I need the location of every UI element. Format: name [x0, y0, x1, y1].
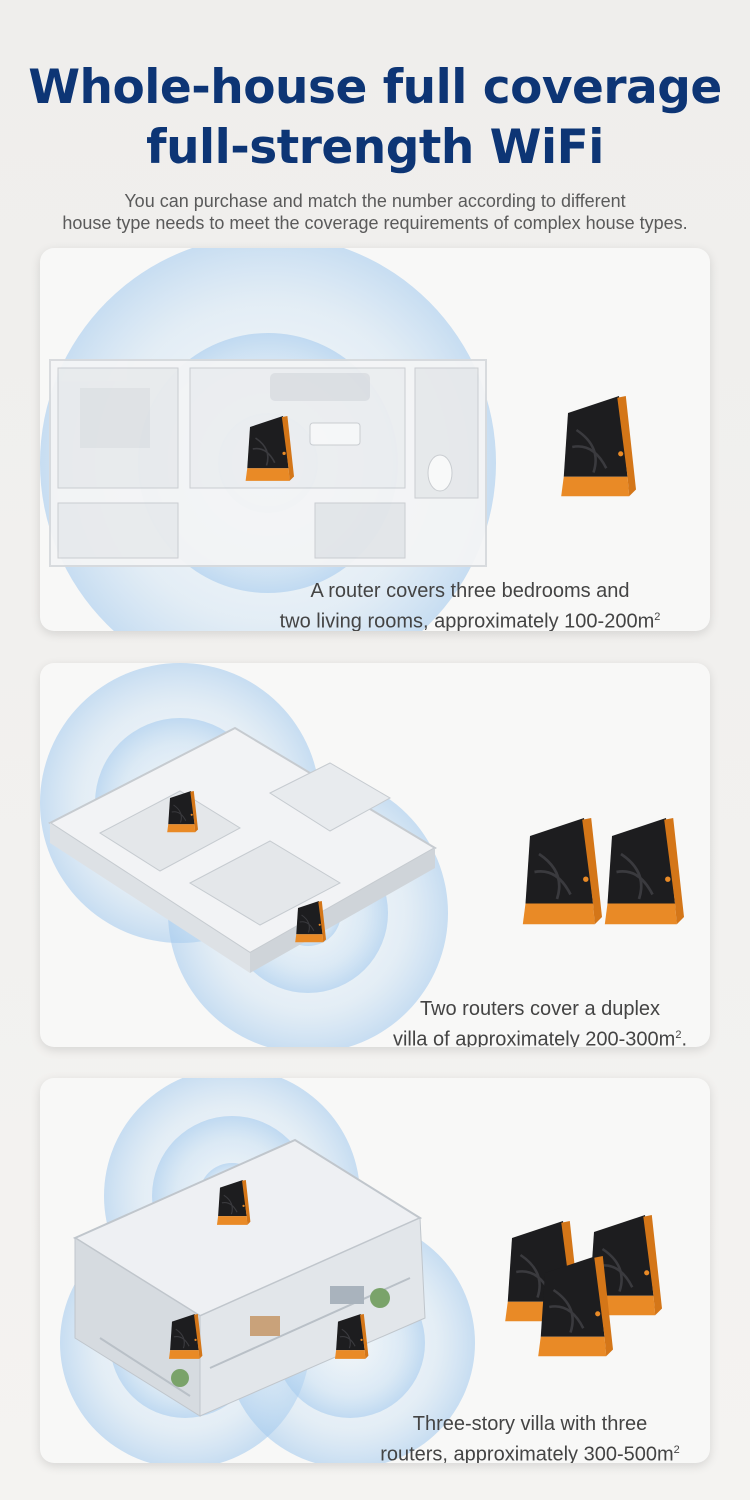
- caption-line-2: two living rooms, approximately 100-200m: [279, 610, 655, 631]
- caption-trailing-period: .: [681, 1028, 688, 1047]
- subtitle-line-2: house type needs to meet the coverage re…: [62, 213, 688, 233]
- scenario-caption: Two routers cover a duplex villa of appr…: [370, 996, 710, 1047]
- title-line-2: full-strength WiFi: [146, 120, 604, 175]
- scenario-card-three-story: Three-story villa with three routers, ap…: [40, 1078, 710, 1463]
- page-title: Whole-house full coverage full-strength …: [0, 58, 750, 178]
- caption-line-2: villa of approximately 200-300m: [392, 1028, 676, 1047]
- three-story-villa-illustration: [60, 1078, 664, 1463]
- area-unit-superscript: 2: [673, 1444, 680, 1456]
- floorplan: [49, 359, 487, 567]
- duplex-villa-illustration: [40, 663, 686, 1047]
- title-line-1: Whole-house full coverage: [28, 60, 722, 115]
- caption-line-1: Two routers cover a duplex: [419, 998, 661, 1020]
- scenario-card-duplex: Two routers cover a duplex villa of appr…: [40, 663, 710, 1047]
- isometric-villa: [72, 1138, 426, 1417]
- subtitle-line-1: You can purchase and match the number ac…: [124, 191, 626, 211]
- scenario-caption: Three-story villa with three routers, ap…: [360, 1411, 700, 1463]
- caption-line-2: routers, approximately 300-500m: [380, 1443, 674, 1463]
- caption-line-1: Three-story villa with three: [412, 1413, 648, 1435]
- scenario-caption: A router covers three bedrooms and two l…: [270, 578, 670, 631]
- caption-line-1: A router covers three bedrooms and: [310, 580, 630, 602]
- area-unit-superscript: 2: [654, 611, 661, 623]
- area-unit-superscript: 2: [675, 1029, 682, 1041]
- apartment-floorplan-illustration: [40, 248, 638, 631]
- page-subtitle: You can purchase and match the number ac…: [0, 190, 750, 234]
- scenario-card-apartment: A router covers three bedrooms and two l…: [40, 248, 710, 631]
